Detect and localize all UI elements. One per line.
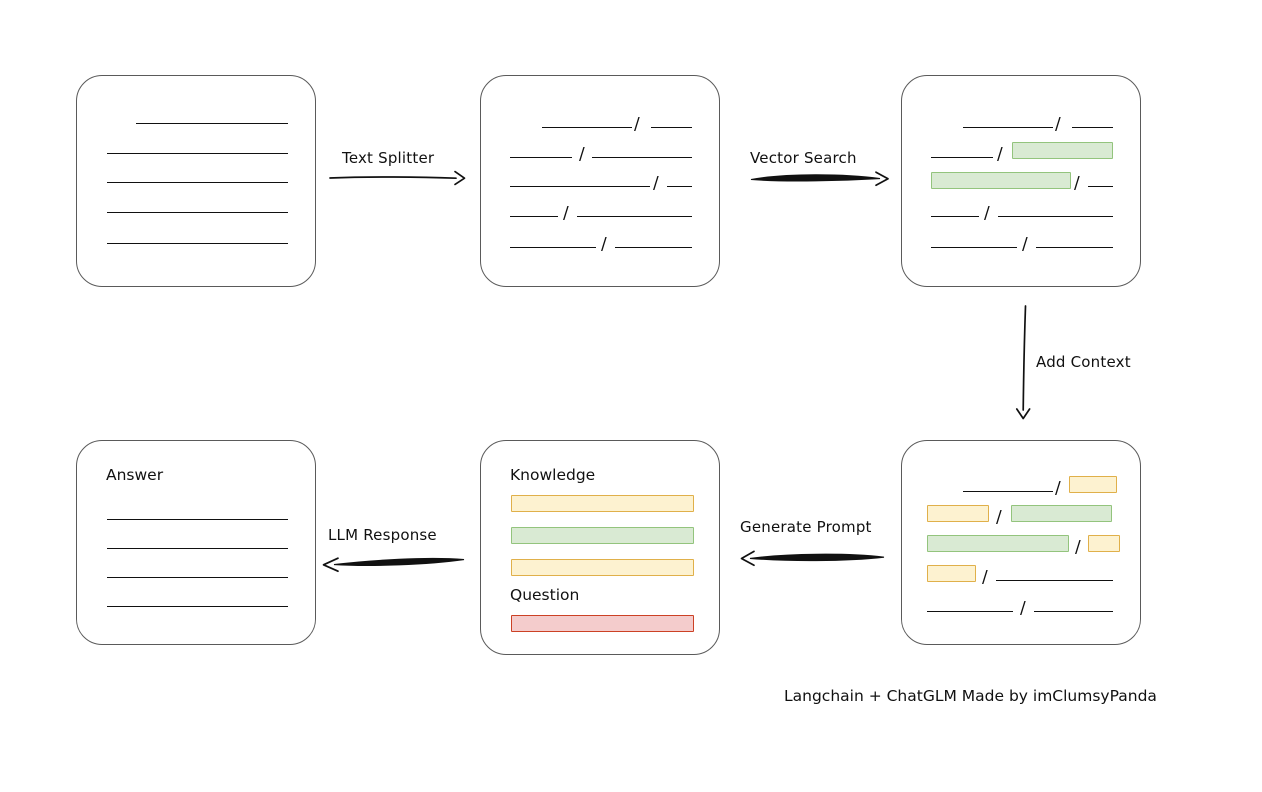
context-chunk-green[interactable] (927, 535, 1069, 552)
context-chunk-yellow[interactable] (927, 505, 989, 522)
chunk-segment (510, 157, 572, 158)
answer-label: Answer (106, 466, 164, 484)
context-chunk-green[interactable] (1011, 505, 1112, 522)
chunk-segment (931, 247, 1017, 248)
llm-response-label: LLM Response (328, 526, 437, 544)
document-line (107, 243, 288, 244)
retrieved-chunk-green[interactable] (1012, 142, 1113, 159)
add-context-arrow (1015, 305, 1031, 420)
chunk-segment (931, 216, 979, 217)
chunk-segment (998, 216, 1113, 217)
chunk-segment (931, 157, 993, 158)
chunk-segment (1088, 186, 1113, 187)
text-splitter-label: Text Splitter (342, 149, 435, 167)
chunk-segment (667, 186, 692, 187)
context-chunk-yellow[interactable] (1088, 535, 1120, 552)
chunk-separator: / (1022, 234, 1028, 255)
answer-line (107, 548, 288, 549)
retrieved-chunk-green[interactable] (931, 172, 1071, 189)
text-splitter-arrow (329, 170, 466, 186)
diagram-caption: Langchain + ChatGLM Made by imClumsyPand… (784, 687, 1157, 705)
chunk-segment (577, 216, 692, 217)
chunk-separator: / (634, 114, 640, 135)
chunk-segment (615, 247, 692, 248)
document-line (107, 212, 288, 213)
chunk-separator: / (601, 234, 607, 255)
answer-line (107, 606, 288, 607)
knowledge-bar-green[interactable] (511, 527, 694, 544)
source-document-box[interactable] (76, 75, 316, 287)
chunk-separator: / (984, 203, 990, 224)
generate-prompt-arrow (740, 550, 885, 567)
chunk-segment (510, 186, 650, 187)
knowledge-label: Knowledge (510, 466, 596, 484)
chunk-segment (1036, 247, 1113, 248)
search-result-box[interactable]: / / / / / (901, 75, 1141, 287)
llm-response-arrow (322, 557, 465, 573)
answer-line (107, 577, 288, 578)
question-bar-red[interactable] (511, 615, 694, 632)
chunk-segment (592, 157, 692, 158)
knowledge-bar-yellow[interactable] (511, 495, 694, 512)
document-line (107, 153, 288, 154)
chunk-separator: / (579, 144, 585, 165)
chunk-segment (510, 216, 558, 217)
split-document-box[interactable]: / / / / / (480, 75, 720, 287)
chunk-segment (510, 247, 596, 248)
chunk-separator: / (996, 507, 1002, 528)
vector-search-arrow (750, 171, 889, 187)
chunk-separator: / (1075, 537, 1081, 558)
document-line (136, 123, 288, 124)
answer-line (107, 519, 288, 520)
document-line (107, 182, 288, 183)
chunk-segment (963, 491, 1053, 492)
answer-box[interactable]: Answer (76, 440, 316, 645)
chunk-separator: / (653, 173, 659, 194)
generate-prompt-label: Generate Prompt (740, 518, 872, 536)
chunk-segment (542, 127, 632, 128)
chunk-segment (651, 127, 692, 128)
chunk-separator: / (1020, 598, 1026, 619)
context-chunk-yellow[interactable] (927, 565, 976, 582)
chunk-separator: / (997, 144, 1003, 165)
chunk-segment (963, 127, 1053, 128)
vector-search-label: Vector Search (750, 149, 857, 167)
chunk-segment (1072, 127, 1113, 128)
context-document-box[interactable]: / / / / / (901, 440, 1141, 645)
chunk-segment (1034, 611, 1113, 612)
chunk-separator: / (1055, 478, 1061, 499)
chunk-segment (927, 611, 1013, 612)
add-context-label: Add Context (1036, 353, 1131, 371)
context-chunk-yellow[interactable] (1069, 476, 1117, 493)
chunk-separator: / (1074, 173, 1080, 194)
knowledge-bar-yellow[interactable] (511, 559, 694, 576)
chunk-separator: / (1055, 114, 1061, 135)
question-label: Question (510, 586, 580, 604)
chunk-segment (996, 580, 1113, 581)
chunk-separator: / (563, 203, 569, 224)
chunk-separator: / (982, 567, 988, 588)
prompt-box[interactable]: Knowledge Question (480, 440, 720, 655)
